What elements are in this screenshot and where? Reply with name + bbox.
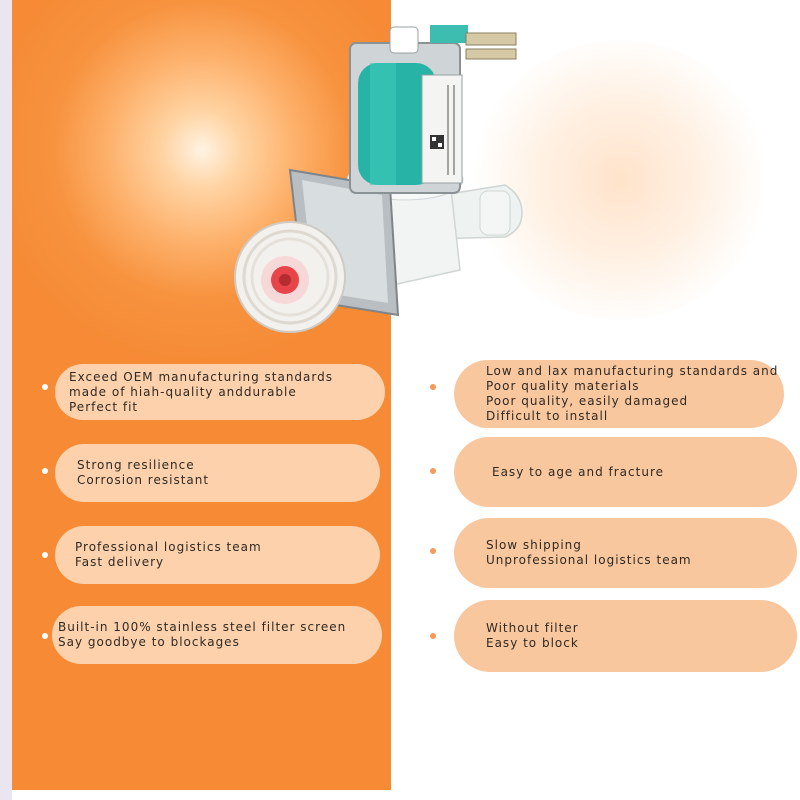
right-item-line: Easy to age and fracture — [492, 464, 664, 479]
bullet-dot-icon — [42, 633, 48, 639]
left-item-line: Professional logistics team — [75, 540, 262, 554]
left-item-line: Fast delivery — [75, 555, 165, 569]
bullet-dot-icon — [430, 468, 436, 474]
left-item-line: Exceed OEM manufacturing standards — [69, 369, 333, 384]
bullet-dot-icon — [42, 552, 48, 558]
bullet-dot-icon — [430, 633, 436, 639]
right-item-line: Poor quality, easily damaged — [486, 394, 689, 408]
left-item-line: Built-in 100% stainless steel filter scr… — [58, 620, 347, 634]
left-edge-strip — [0, 0, 12, 800]
left-item-2: Strong resilience Corrosion resistant — [55, 444, 380, 502]
left-item-line: Say goodbye to blockages — [58, 635, 240, 649]
right-item-2: Easy to age and fracture — [454, 437, 797, 507]
left-item-4: Built-in 100% stainless steel filter scr… — [52, 606, 382, 664]
right-item-line: Slow shipping — [486, 538, 582, 552]
right-item-line: Unprofessional logistics team — [486, 553, 692, 567]
bullet-dot-icon — [430, 548, 436, 554]
right-item-4: Without filter Easy to block — [454, 600, 797, 672]
left-item-line: Perfect fit — [69, 399, 139, 414]
left-item-line: Corrosion resistant — [77, 473, 210, 487]
bullet-dot-icon — [42, 384, 48, 390]
right-item-line: Low and lax manufacturing standards and — [486, 364, 779, 378]
right-item-line: Poor quality materials — [486, 379, 640, 393]
left-item-3: Professional logistics team Fast deliver… — [55, 526, 380, 584]
right-item-line: Without filter — [486, 621, 579, 635]
left-item-line: made of hiah-quality anddurable — [69, 384, 297, 399]
background-glow — [470, 40, 770, 320]
right-item-line: Easy to block — [486, 636, 579, 650]
right-item-3: Slow shipping Unprofessional logistics t… — [454, 518, 797, 588]
bullet-dot-icon — [42, 468, 48, 474]
right-item-line: Difficult to install — [486, 409, 609, 423]
water-inlet-valve-icon — [234, 25, 523, 333]
bullet-dot-icon — [430, 384, 436, 390]
left-item-1: Exceed OEM manufacturing standards made … — [55, 364, 385, 420]
left-item-line: Strong resilience — [77, 458, 195, 472]
right-item-1: Low and lax manufacturing standards and … — [454, 360, 784, 428]
